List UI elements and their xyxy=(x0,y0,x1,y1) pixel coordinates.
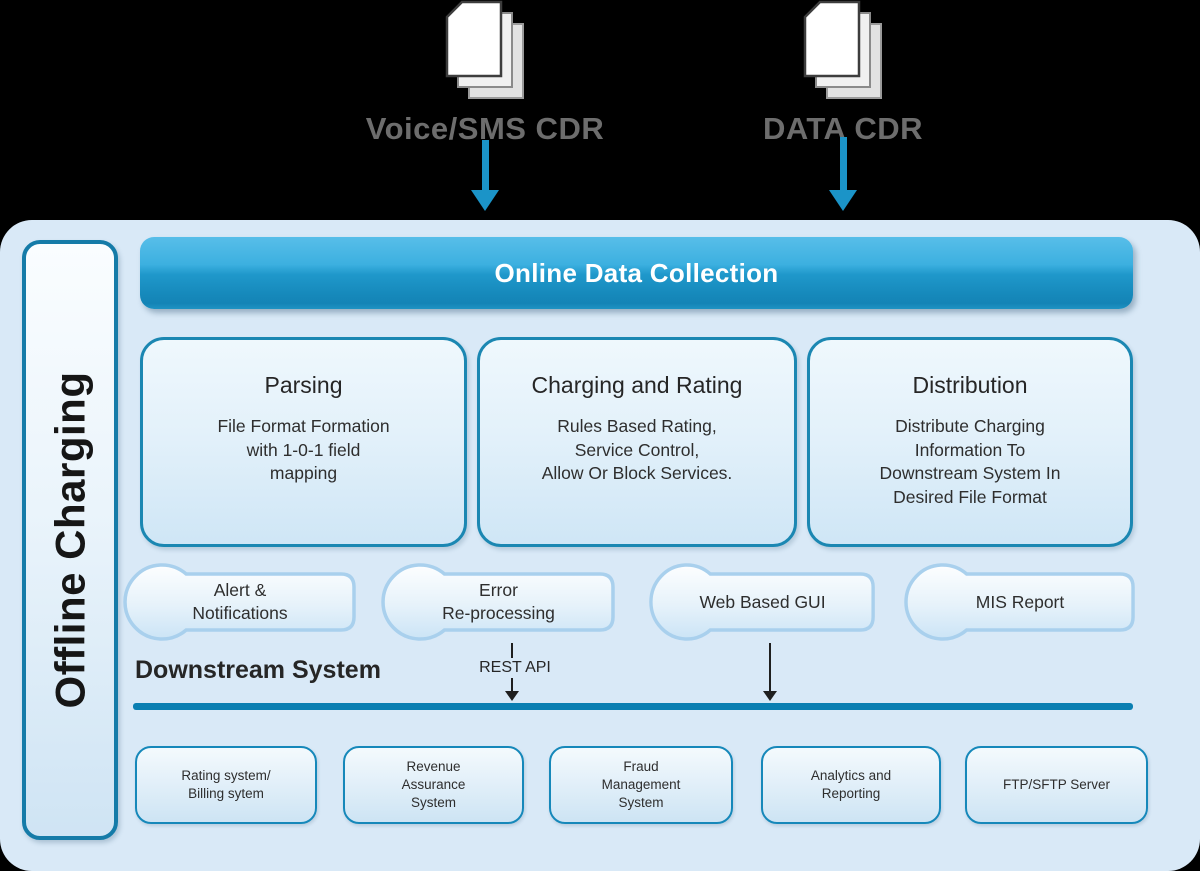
downstream-box-fraud-management: Fraud Management System xyxy=(549,746,733,824)
source-data-cdr: DATA CDR xyxy=(713,0,973,147)
downstream-box-label: Fraud Management System xyxy=(601,758,681,811)
cloud-web-based-gui: Web Based GUI xyxy=(648,563,877,641)
cloud-shape-icon xyxy=(904,563,1135,641)
flow-arrow-data-icon xyxy=(829,137,857,211)
downstream-system-title: Downstream System xyxy=(135,656,381,684)
process-box-body: File Format Formation with 1-0-1 field m… xyxy=(217,416,390,484)
sidebar-title: Offline Charging xyxy=(46,371,93,709)
cloud-label: MIS Report xyxy=(975,591,1065,612)
cloud-mis-report: MIS Report xyxy=(903,563,1137,641)
document-stack-icon xyxy=(803,0,882,99)
downstream-box-label: Analytics and Reporting xyxy=(810,767,892,801)
downstream-box-label: Rating system/ Billing sytem xyxy=(181,767,271,801)
cloud-label: Alert & Notifications xyxy=(192,580,288,623)
process-box-title: Parsing xyxy=(264,372,343,398)
downstream-box-label: Revenue Assurance System xyxy=(401,758,466,811)
document-stack-icon xyxy=(445,0,524,99)
downstream-box-rating-billing: Rating system/ Billing sytem xyxy=(135,746,317,824)
downstream-box-analytics-reporting: Analytics and Reporting xyxy=(761,746,941,824)
rest-api-label: REST API xyxy=(455,658,575,678)
cloud-label: Web Based GUI xyxy=(699,591,826,612)
cloud-alert-notifications: Alert & Notifications xyxy=(122,563,358,641)
cloud-shape-icon xyxy=(381,563,615,641)
cloud-shape-icon xyxy=(649,563,875,641)
cloud-shape-icon xyxy=(123,563,356,641)
gui-downstream-arrow-icon xyxy=(763,643,777,701)
process-box-title: Distribution xyxy=(912,372,1028,398)
downstream-divider-line xyxy=(133,703,1133,710)
cloud-error-reprocessing: Error Re-processing xyxy=(380,563,617,641)
process-box-parsing: Parsing File Format Formation with 1-0-1… xyxy=(140,337,467,547)
source-voice-sms-cdr: Voice/SMS CDR xyxy=(355,0,615,147)
offline-charging-sidebar: Offline Charging xyxy=(22,240,118,840)
online-data-collection-bar: Online Data Collection xyxy=(140,237,1133,309)
process-box-charging-rating: Charging and Rating Rules Based Rating, … xyxy=(477,337,797,547)
flow-arrow-voice-sms-icon xyxy=(471,140,499,211)
offline-charging-container: Offline Charging Online Data Collection … xyxy=(0,220,1200,871)
process-box-body: Distribute Charging Information To Downs… xyxy=(879,416,1061,507)
downstream-box-revenue-assurance: Revenue Assurance System xyxy=(343,746,524,824)
downstream-box-label: FTP/SFTP Server xyxy=(1002,776,1111,792)
process-box-title: Charging and Rating xyxy=(531,372,743,398)
process-box-distribution: Distribution Distribute Charging Informa… xyxy=(807,337,1133,547)
online-data-collection-title: Online Data Collection xyxy=(494,257,779,288)
process-box-body: Rules Based Rating, Service Control, All… xyxy=(541,416,733,484)
downstream-box-ftp-sftp: FTP/SFTP Server xyxy=(965,746,1148,824)
cloud-label: Error Re-processing xyxy=(442,580,555,623)
